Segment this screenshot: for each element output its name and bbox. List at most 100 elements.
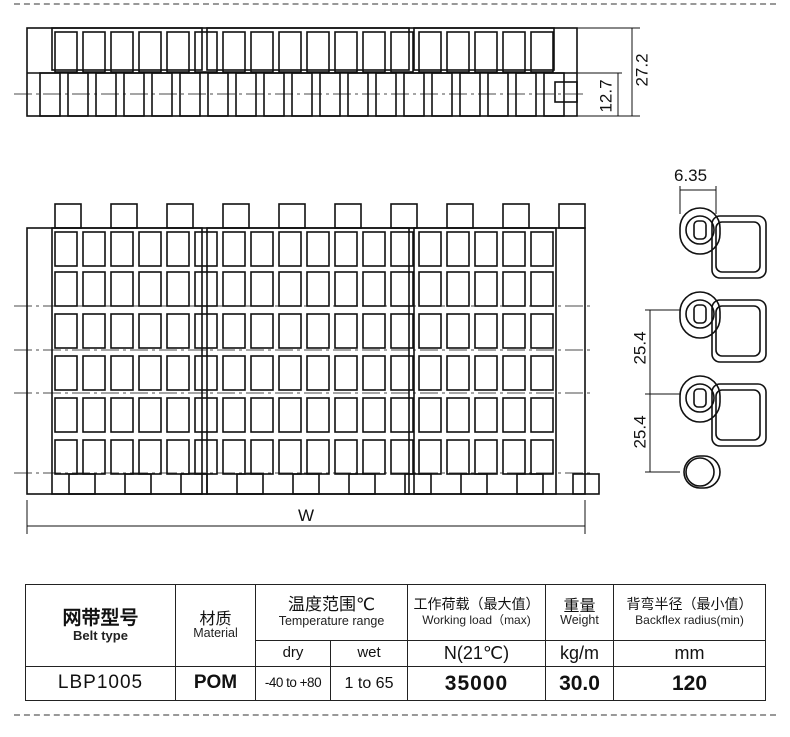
side-rib [278,31,302,73]
top-cell [530,355,554,391]
top-cell [54,439,78,475]
side-link [207,72,229,117]
belt-profile-view [679,207,767,489]
top-cell [306,231,330,267]
top-cell [530,313,554,349]
top-cell [138,397,162,433]
top-cell [502,397,526,433]
top-cell [530,397,554,433]
top-cell [222,397,246,433]
header-temperature: 温度范围℃ Temperature range [255,584,408,641]
side-rib [54,31,78,73]
dry-value: -40 to +80 [255,666,331,701]
top-cell [474,439,498,475]
side-rib [390,31,414,73]
temp-en: Temperature range [278,613,385,628]
top-cell [418,231,442,267]
top-cell [306,397,330,433]
side-link [179,72,201,117]
side-link [347,72,369,117]
top-cell [54,397,78,433]
temp-zh: 温度范围℃ [287,595,376,616]
top-cell [334,313,358,349]
top-cell [222,355,246,391]
profile-end-body [683,455,721,489]
top-cell [110,271,134,307]
top-cell [250,397,274,433]
top-cell [418,397,442,433]
profile-pin-circle [685,215,715,245]
top-cell [362,439,386,475]
top-cell [446,313,470,349]
top-cell [194,231,218,267]
top-cell [390,231,414,267]
belt-top-view [14,203,600,495]
wet-value: 1 to 65 [330,666,408,701]
radius-zh: 背弯半径（最小值） [626,597,753,614]
top-tab [166,203,194,229]
top-tab [516,473,544,495]
header-belt-type: 网带型号 Belt type [25,584,176,667]
dim-pitch-1: 25.4 [630,331,650,365]
top-cell [418,313,442,349]
side-link [487,72,509,117]
side-link [291,72,313,117]
top-cell [166,439,190,475]
top-cell [54,231,78,267]
weight-en: Weight [560,613,599,628]
side-module-1 [51,27,203,71]
top-cell [250,355,274,391]
top-cell [334,271,358,307]
side-link [39,72,61,117]
top-cell [138,439,162,475]
profile-pin-slot [693,304,707,324]
top-cell [278,355,302,391]
top-cell [110,439,134,475]
top-cell [390,439,414,475]
top-cell [250,313,274,349]
side-rib [446,31,470,73]
top-cell [82,313,106,349]
weight-value: 30.0 [545,666,614,701]
top-cell [306,271,330,307]
side-rib [194,31,218,73]
top-tab [180,473,208,495]
side-rib [138,31,162,73]
top-module-block [413,227,557,495]
load-unit: N(21℃) [407,640,546,667]
profile-pin-slot [693,388,707,408]
profile-end-pin [685,457,715,487]
top-cell [474,231,498,267]
top-cell [194,397,218,433]
top-cell [222,439,246,475]
top-cell [278,231,302,267]
top-cell [54,271,78,307]
top-cell [474,397,498,433]
top-cell [278,439,302,475]
side-link [431,72,453,117]
profile-hook [711,299,767,363]
top-cell [474,313,498,349]
load-en: Working load（max) [422,612,531,627]
side-rib [110,31,134,73]
header-material: 材质 Material [175,584,256,667]
dim-width: W [298,506,315,525]
top-tab [292,473,320,495]
side-rib [250,31,274,73]
top-tab [124,473,152,495]
top-cell [418,439,442,475]
side-link [543,72,565,117]
spec-table: 网带型号 Belt type 材质 Material 温度范围℃ Tempera… [25,584,766,701]
dim-total-height: 27.2 [632,53,652,87]
top-cell [250,231,274,267]
side-link [95,72,117,117]
top-cell [362,355,386,391]
top-cell [82,397,106,433]
side-link [123,72,145,117]
top-cell [110,313,134,349]
top-cell [530,439,554,475]
top-cell [390,355,414,391]
profile-pin-circle [685,383,715,413]
top-cell [166,397,190,433]
side-rib [82,31,106,73]
